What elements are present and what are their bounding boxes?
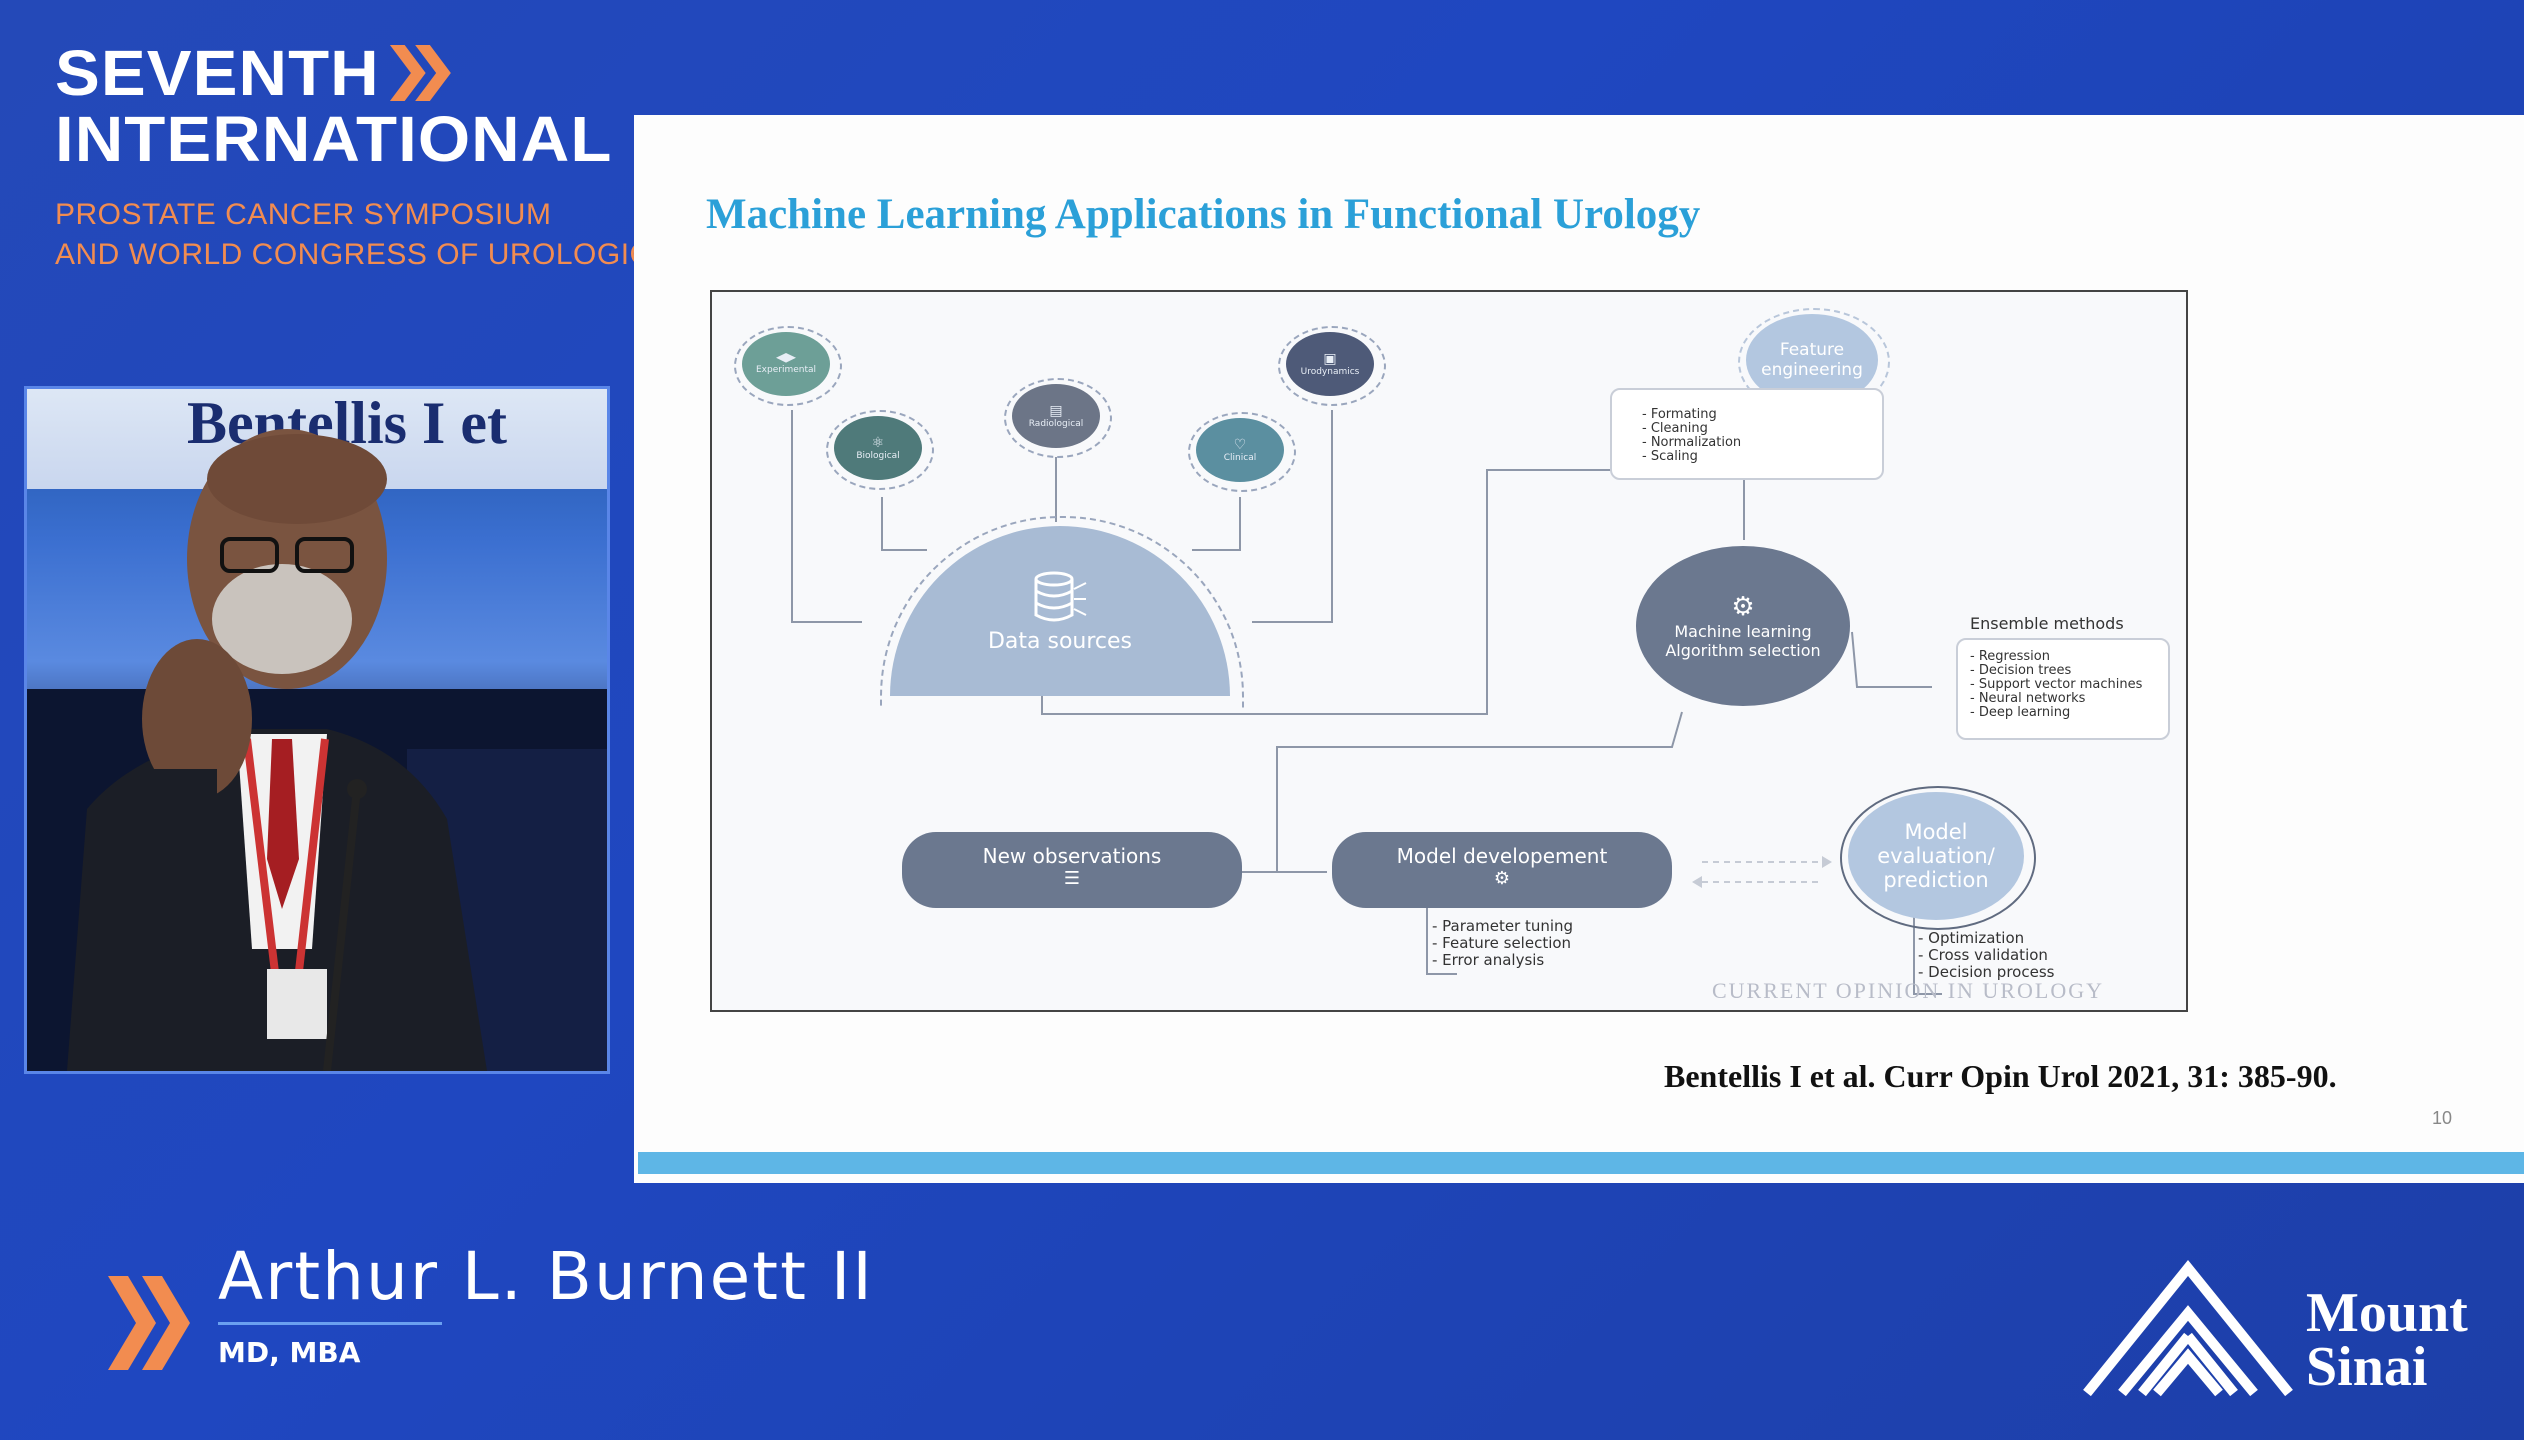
list-icon: ☰ xyxy=(1063,868,1081,889)
model-eval-line3: prediction xyxy=(1883,868,1989,892)
settings-icon: ⚙ xyxy=(1493,868,1511,889)
model-eval-line1: Model xyxy=(1904,820,1968,844)
presenter-credentials: MD, MBA xyxy=(218,1336,361,1369)
source-experimental-label: Experimental xyxy=(755,365,817,375)
feature-step: - Cleaning xyxy=(1642,421,1708,436)
feature-step: - Formating xyxy=(1642,407,1717,422)
source-biological-label: Biological xyxy=(856,451,900,461)
mount-sinai-logo-icon xyxy=(2083,1260,2293,1397)
ml-selection-line1: Machine learning xyxy=(1674,622,1812,641)
model-eval-line2: evaluation/ xyxy=(1877,844,1995,868)
source-urodynamics: ▣ Urodynamics xyxy=(1286,332,1374,396)
model-evaluation: Model evaluation/ prediction xyxy=(1848,792,2024,920)
model-eval-item: - Decision process xyxy=(1918,963,2055,981)
model-eval-ring xyxy=(1840,786,2036,930)
slide-number: 10 xyxy=(2432,1108,2453,1128)
mount-sinai-line1: Mount xyxy=(2306,1282,2468,1344)
chevrons-icon xyxy=(390,45,452,101)
ml-workflow-diagram: Experimental ⚛ Biological ▤ Radiological… xyxy=(710,290,2188,1012)
molecule-icon: ⚛ xyxy=(871,435,885,451)
presenter-video: Bentellis I et xyxy=(24,386,610,1074)
source-biological: ⚛ Biological xyxy=(834,416,922,480)
feature-steps-list: - Formating - Cleaning - Normalization -… xyxy=(1642,408,1741,464)
slide-citation: Bentellis I et al. Curr Opin Urol 2021, … xyxy=(1664,1058,2337,1094)
experimental-ring xyxy=(734,326,842,406)
heartbeat-icon: ♡ xyxy=(1233,437,1247,453)
presenter-name: Arthur L. Burnett II xyxy=(218,1238,874,1315)
model-dev-item: - Parameter tuning xyxy=(1432,917,1574,935)
mount-sinai-wordmark: Mount Sinai xyxy=(2306,1282,2468,1398)
ensemble-item: - Deep learning xyxy=(1970,705,2071,720)
model-development: Model developement ⚙ xyxy=(1332,832,1672,908)
model-dev-list: - Parameter tuning - Feature selection -… xyxy=(1432,918,1573,969)
ensemble-item: - Support vector machines xyxy=(1970,677,2143,692)
ensemble-title: Ensemble methods xyxy=(1970,614,2124,633)
new-observations-label: New observations xyxy=(982,844,1162,868)
data-sources-label: Data sources xyxy=(987,628,1133,654)
source-urodynamics-label: Urodynamics xyxy=(1300,367,1360,377)
source-clinical-label: Clinical xyxy=(1223,453,1257,463)
model-eval-list: - Optimization - Cross validation - Deci… xyxy=(1918,930,2054,981)
title-line-international: INTERNATIONAL xyxy=(55,103,613,175)
source-experimental: Experimental xyxy=(742,332,830,396)
feature-step: - Normalization xyxy=(1642,435,1742,450)
scan-icon: ▤ xyxy=(1049,403,1063,419)
mount-sinai-line2: Sinai xyxy=(2306,1336,2428,1398)
device-icon: ▣ xyxy=(1323,351,1337,367)
slide-footer-bar xyxy=(638,1152,2524,1174)
presenter-figure xyxy=(27,429,607,1071)
feature-engineering-line2: engineering xyxy=(1761,360,1863,380)
chevrons-icon xyxy=(108,1276,190,1370)
ensemble-item: - Neural networks xyxy=(1970,691,2086,706)
model-dev-item: - Feature selection xyxy=(1432,934,1572,952)
slide-title: Machine Learning Applications in Functio… xyxy=(706,191,1701,238)
model-dev-item: - Error analysis xyxy=(1432,951,1545,969)
model-development-label: Model developement xyxy=(1396,844,1608,868)
database-icon xyxy=(1034,571,1087,621)
new-observations: New observations ☰ xyxy=(902,832,1242,908)
gear-icon: ⚙ xyxy=(1731,592,1755,622)
journal-watermark: CURRENT OPINION IN UROLOGY xyxy=(1712,978,2104,1003)
title-line-seventh: SEVENTH xyxy=(55,37,380,109)
graduation-cap-icon xyxy=(776,353,796,363)
ml-algorithm-selection: ⚙ Machine learning Algorithm selection xyxy=(1636,546,1850,706)
ml-selection-line2: Algorithm selection xyxy=(1665,641,1821,660)
radiological-ring xyxy=(1004,378,1112,458)
feature-engineering-line1: Feature xyxy=(1779,340,1845,360)
ensemble-list: - Regression - Decision trees - Support … xyxy=(1970,650,2142,720)
source-radiological: ▤ Radiological xyxy=(1012,384,1100,448)
feature-step: - Scaling xyxy=(1642,449,1698,464)
biological-ring xyxy=(826,410,934,490)
clinical-ring xyxy=(1188,412,1296,492)
ensemble-box: - Regression - Decision trees - Support … xyxy=(1956,638,2170,740)
source-radiological-label: Radiological xyxy=(1028,419,1084,429)
feature-steps-box: - Formating - Cleaning - Normalization -… xyxy=(1610,388,1884,480)
symposium-title: SEVENTH INTERNATIONAL xyxy=(55,40,612,172)
ensemble-item: - Decision trees xyxy=(1970,663,2072,678)
subtitle-line-1: PROSTATE CANCER SYMPOSIUM xyxy=(55,198,552,231)
diagram-connectors xyxy=(791,410,1942,995)
model-eval-item: - Cross validation xyxy=(1918,946,2048,964)
presenter-underline xyxy=(218,1322,442,1325)
ensemble-item: - Regression xyxy=(1970,649,2050,664)
source-clinical: ♡ Clinical xyxy=(1196,418,1284,482)
urodynamics-ring xyxy=(1278,326,1386,406)
model-eval-item: - Optimization xyxy=(1918,929,2025,947)
